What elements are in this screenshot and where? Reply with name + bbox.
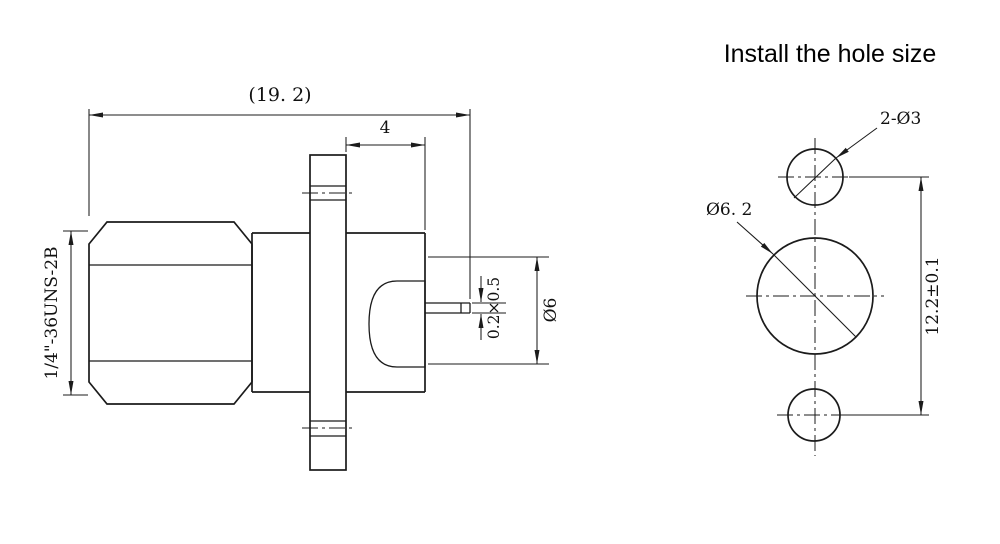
mount-holes-label: 2-Ø3: [880, 109, 921, 129]
diameter-chord: [793, 157, 837, 199]
leader-line: [835, 127, 878, 159]
rear-barrel: [346, 232, 426, 393]
dimension-pin-tip: 0.2×0.5: [472, 276, 506, 340]
dim-pin-label: 0.2×0.5: [485, 277, 503, 339]
body-cylinder: [251, 232, 310, 393]
leader-line: [736, 221, 774, 255]
dimension-body-diameter: Ø6: [428, 256, 561, 365]
hole-spacing-label: 12.2±0.1: [923, 256, 943, 335]
callout-center-hole: Ø6. 2: [706, 200, 857, 338]
callout-mount-holes: 2-Ø3: [793, 109, 921, 199]
thread-spec-callout: 1/4"-36UNS-2B: [42, 230, 88, 396]
hex-nut-outline: [88, 221, 253, 405]
center-hole-label: Ø6. 2: [706, 200, 752, 220]
diameter-chord: [772, 253, 857, 338]
dim-diameter-label: Ø6: [541, 298, 561, 323]
mounting-flange: [302, 154, 354, 471]
hex-coupling-nut: [88, 221, 253, 405]
dimension-total-length: (19. 2): [88, 84, 471, 299]
dimension-hole-spacing: 12.2±0.1: [846, 176, 943, 416]
hole-layout-title: Install the hole size: [724, 40, 937, 68]
hole-layout-view: Install the hole size 2-Ø3: [706, 40, 943, 456]
dimension-flange-to-tip: 4: [345, 118, 426, 230]
flange-outline: [309, 154, 347, 471]
connector-side-view: (19. 2) 4 0.2×0.5 Ø6: [42, 84, 561, 471]
centerlines: [746, 138, 884, 456]
dim-total-length-label: (19. 2): [248, 84, 311, 106]
thread-spec-label: 1/4"-36UNS-2B: [42, 246, 62, 379]
insulator-hatched-section: [368, 280, 426, 368]
solder-pin: [425, 302, 471, 314]
dim-flange-label: 4: [380, 118, 391, 138]
